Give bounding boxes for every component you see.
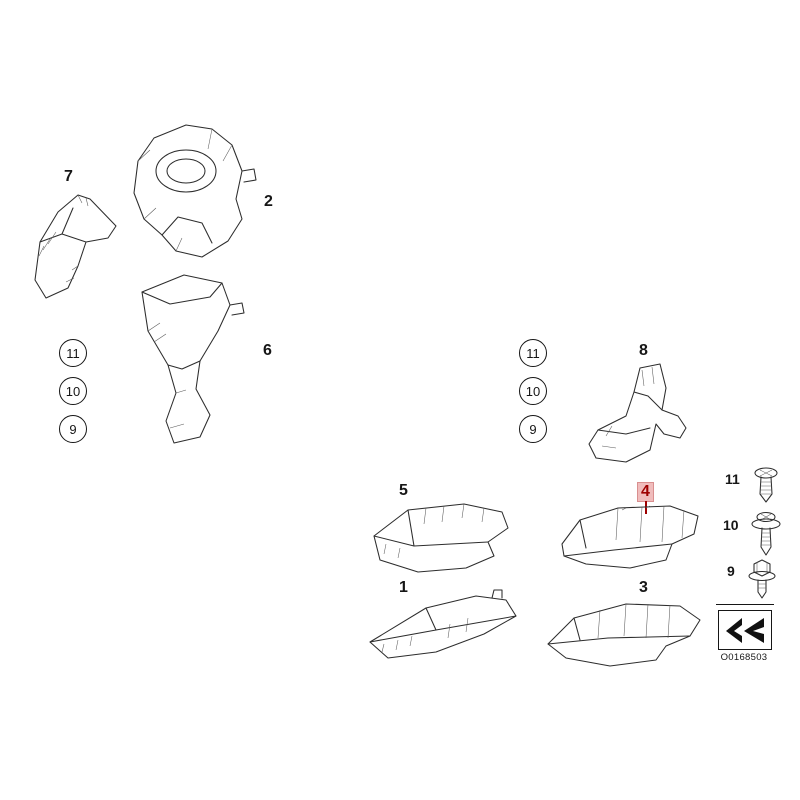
legend-num-11[interactable]: 11 [725,471,740,487]
part-label-3[interactable]: 3 [639,579,648,596]
part-6-drawing [141,274,245,444]
part-1-drawing [369,589,517,659]
part-label-6[interactable]: 6 [263,342,272,359]
part-8-drawing [588,363,687,463]
part-2-drawing [133,124,257,258]
pan-head-screw-icon [754,467,778,503]
fastener-ref-left-11[interactable]: 11 [59,339,87,367]
legend-divider [716,604,774,606]
part-5-drawing [373,503,509,573]
part-label-7[interactable]: 7 [64,168,73,185]
part-label-2[interactable]: 2 [264,193,273,210]
fastener-ref-left-9[interactable]: 9 [59,415,87,443]
fastener-ref-right-11[interactable]: 11 [519,339,547,367]
leader-line-4 [645,501,647,514]
fastener-ref-right-9[interactable]: 9 [519,415,547,443]
part-label-8[interactable]: 8 [639,342,648,359]
legend-num-9[interactable]: 9 [727,563,735,579]
direction-arrow-box [718,610,772,650]
fastener-ref-right-10[interactable]: 10 [519,377,547,405]
part-label-5[interactable]: 5 [399,482,408,499]
part-4-drawing [561,505,699,569]
part-label-4-highlighted[interactable]: 4 [638,483,653,501]
fastener-ref-left-10[interactable]: 10 [59,377,87,405]
direction-arrow-icon [726,618,764,643]
part-3-drawing [547,603,701,667]
flange-nut-icon [748,559,776,599]
part-7-drawing [34,194,117,299]
part-label-1[interactable]: 1 [399,579,408,596]
washer-screw-icon [751,511,781,556]
legend-num-10[interactable]: 10 [723,517,739,533]
diagram-image-code: O0168503 [720,652,768,663]
